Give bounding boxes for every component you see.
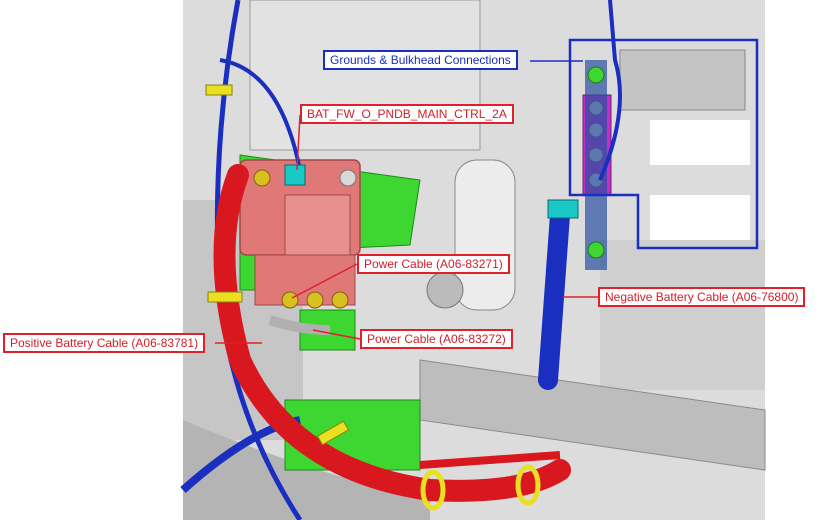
- leader-power2: [312, 329, 361, 340]
- yellow-clip-4: [420, 469, 446, 511]
- frame-slot: [454, 159, 516, 311]
- red-wire-bottom: [419, 451, 561, 469]
- grounds-highlight-frame: [568, 38, 759, 250]
- white-panel: [650, 120, 750, 165]
- fuse-box-lid: [284, 194, 351, 256]
- frame-panel-right: [600, 240, 765, 390]
- power-cable-1: [268, 315, 331, 335]
- frame-hole: [426, 271, 464, 309]
- callout-negative-battery-cable: Negative Battery Cable (A06-76800): [598, 287, 806, 307]
- terminal-bolt-2: [339, 169, 357, 187]
- terminal-bolt-5: [331, 291, 349, 309]
- yellow-clip-5: [515, 464, 541, 506]
- leader-power1: [291, 263, 358, 299]
- blue-wire-harness: [219, 58, 302, 171]
- callout-grounds: Grounds & Bulkhead Connections: [323, 50, 518, 70]
- callout-power-cable-1: Power Cable (A06-83271): [357, 254, 510, 274]
- white-panel-2: [650, 195, 750, 240]
- positive-battery-cable: [213, 164, 571, 502]
- ground-nut-green-1: [587, 66, 605, 84]
- yellow-clip-3: [316, 420, 350, 446]
- yellow-clip-2: [207, 291, 243, 303]
- terminal-bolt-4: [306, 291, 324, 309]
- ground-nut-green-2: [587, 241, 605, 259]
- frame-plate-upper: [249, 0, 481, 151]
- harness-connector: [284, 164, 306, 186]
- ground-strap: [585, 60, 607, 270]
- callout-power-cable-2: Power Cable (A06-83272): [360, 329, 513, 349]
- callout-positive-battery-cable: Positive Battery Cable (A06-83781): [3, 333, 206, 353]
- callout-harness: BAT_FW_O_PNDB_MAIN_CTRL_2A: [300, 104, 514, 124]
- yellow-clip-1: [205, 84, 233, 96]
- leader-harness: [296, 114, 301, 171]
- blue-wire-ground: [598, 0, 622, 181]
- terminal-bolt-3: [281, 291, 299, 309]
- negative-battery-cable: [538, 205, 570, 390]
- terminal-bolt-1: [253, 169, 271, 187]
- negative-cable-lug: [547, 199, 579, 219]
- ground-box-gray: [619, 49, 746, 111]
